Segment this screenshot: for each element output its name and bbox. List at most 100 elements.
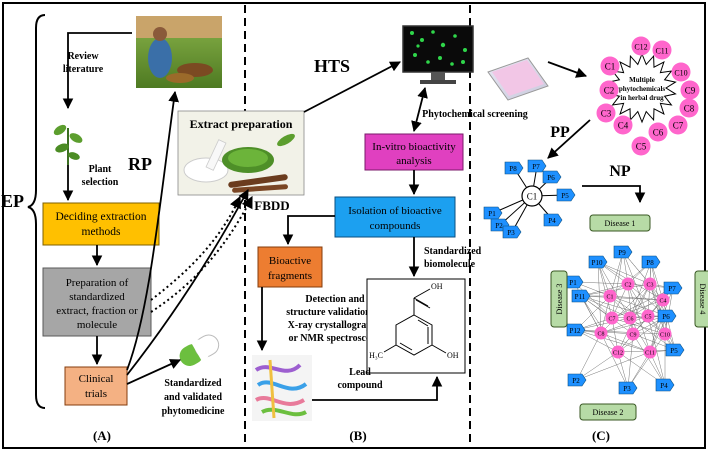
hub-protein-label: P2 [495,222,503,230]
network-protein-label: P12 [570,327,581,335]
detection-label-3: X-ray crystallography [288,320,383,331]
network-edge [611,251,624,319]
detection-label-1: Detection and [305,294,365,305]
network-edge [649,283,666,335]
molecule-structure [383,288,447,356]
rp-label: RP [128,154,152,174]
invitro-label-2: analysis [396,155,431,167]
network-protein-label: P5 [670,347,678,355]
network-edge [600,283,651,334]
network-compound-label: C8 [597,332,604,338]
plant-label-1: Plant [89,164,112,175]
star-label-3: in herbal drug [620,94,664,102]
network-edge [597,261,613,319]
hub-protein-node [527,159,547,173]
network-edge [611,287,674,319]
network-compound-label: C9 [629,333,636,339]
compound-label: C1 [605,62,616,72]
extract-preparation-image [177,110,305,196]
panel-b-label: (B) [349,428,366,443]
network-edge [576,332,602,381]
phyto-label-2: and validated [164,392,223,403]
panel-a-label: (A) [93,428,111,443]
dotted-arrow-prep-2 [150,195,253,313]
lead-label-1: Lead [349,367,371,378]
deciding-label-1: Deciding extraction [55,211,146,223]
monitor-icon [402,25,474,84]
detection-label-2: structure validation by [286,307,384,318]
network-protein-node [588,255,608,269]
network-compound-node [605,311,619,325]
arrow-star-to-pp [547,119,591,159]
network-compound-label: C3 [646,283,653,289]
network-protein-node [663,281,683,295]
arrow-clinical-to-capsule [126,359,181,385]
compound-label: C7 [673,121,684,131]
network-compound-label: C4 [659,299,666,305]
standardized-label-2: biomolecule [424,259,476,270]
np-label: NP [609,163,631,180]
network-compound-label: C5 [644,315,651,321]
compound-label: C11 [655,47,668,56]
lead-label-2: compound [337,380,382,391]
network-protein-node [566,323,586,337]
network-protein-node [641,255,661,269]
network-protein-label: P6 [662,313,670,321]
network-protein-label: P7 [668,285,676,293]
network-edge [627,333,666,389]
hub-protein-label: P5 [561,192,569,200]
isolation-box [334,196,456,238]
network-edge [597,261,651,285]
network-edge [575,329,666,335]
network-protein-node [657,309,677,323]
prep-label-2: standardized [69,291,125,303]
phyto-label-1: Standardized [164,378,222,389]
prep-label-3: extract, fraction or [56,305,138,317]
compound-node [668,115,688,135]
network-protein-label: P2 [572,377,580,385]
review-label-2: literature [63,64,104,75]
prep-label-1: Preparation of [66,277,129,289]
network-edge [622,251,664,301]
network-edge [580,283,651,297]
network-edge [622,251,649,317]
disease-label: Disease 2 [593,408,624,417]
hub-protein-node [502,225,522,239]
network-protein-node [571,289,591,303]
hub-protein-node [542,170,562,184]
hts-label: HTS [314,56,350,76]
disease-label: Disease 1 [605,219,636,228]
ep-brace [27,14,46,409]
arrow-monitor-invitro [411,86,428,133]
isolation-label-1: Isolation of bioactive [348,205,442,217]
network-edge [611,299,664,319]
network-compound-label: C6 [626,317,633,323]
network-protein-label: P10 [592,259,603,267]
molecule-box [366,278,466,374]
star-label-1: Multiple [629,76,655,84]
disease-label: Disease 4 [698,284,707,315]
network-edge [627,283,634,335]
clinical-label-2: trials [85,388,107,400]
arrow-extract-to-monitor [303,61,401,113]
plant-icon [53,124,83,165]
network-compound-node [621,277,635,291]
fragments-label-1: Bioactive [269,255,311,267]
phyto-screening-label: Phytochemical screening [422,109,528,120]
network-edge [597,261,631,319]
network-protein-label: P9 [618,249,626,257]
hub-compound-label: C1 [527,192,538,202]
review-literature-photo [136,16,222,88]
standardized-label-1: Standardized [424,246,482,257]
compound-node [652,40,672,60]
network-edge [632,333,666,386]
network-compound-label: C12 [613,351,623,357]
isolation-label-2: compounds [370,220,421,232]
disease-box: Disease 1 [589,214,651,232]
compound-label: C4 [618,121,629,131]
deciding-box [42,202,160,246]
